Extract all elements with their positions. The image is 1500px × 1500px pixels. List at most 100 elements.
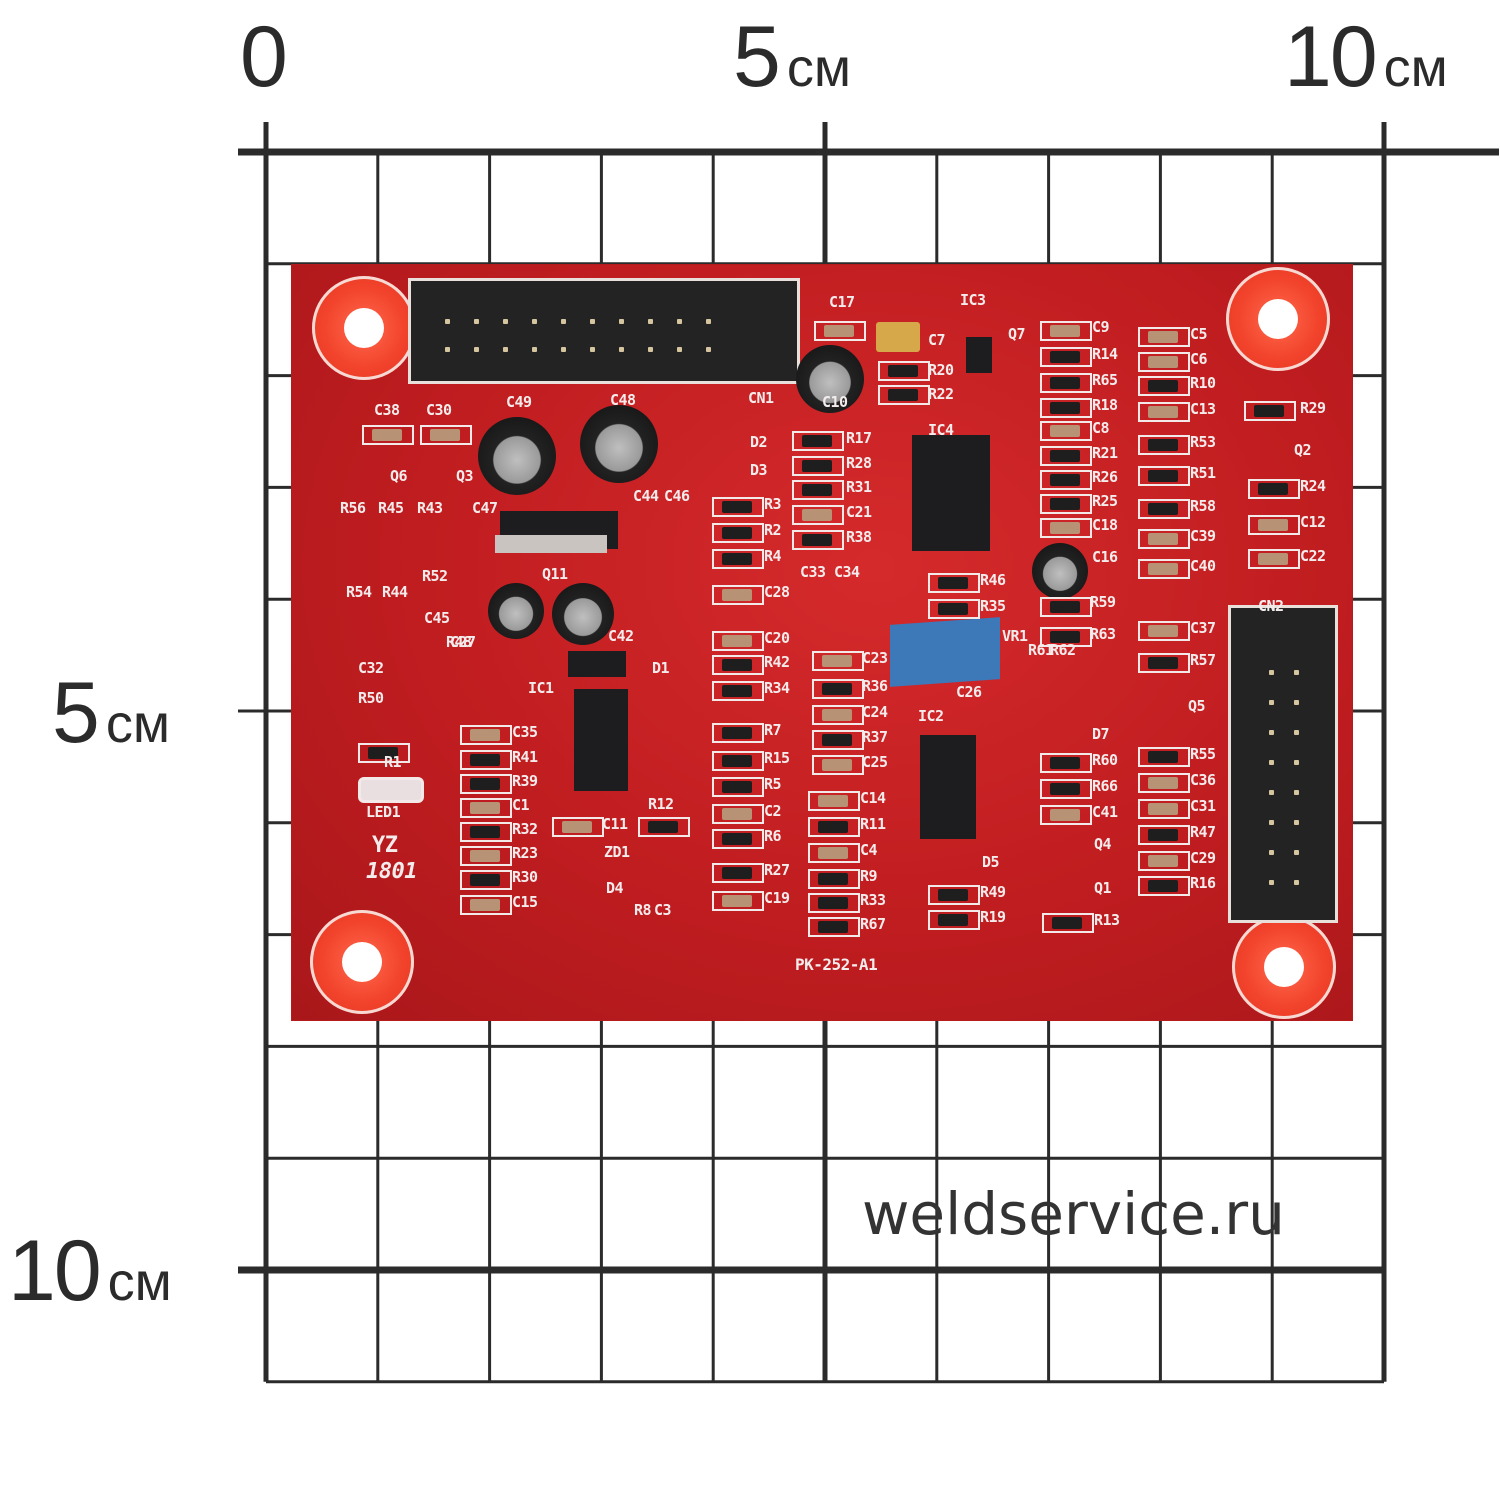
header-pin (1269, 730, 1274, 735)
silkscreen-label: R45 (378, 499, 404, 517)
silkscreen-label: D5 (982, 853, 1000, 871)
smd-resistor (712, 655, 764, 675)
silkscreen-label: D1 (652, 659, 670, 677)
component-body (818, 821, 848, 833)
component-body (1050, 351, 1080, 363)
component-body (722, 867, 752, 879)
capacitor-c48 (580, 405, 658, 483)
smd-capacitor (1040, 518, 1092, 538)
header-pin (706, 319, 711, 324)
silkscreen-label: C41 (1092, 803, 1118, 821)
silkscreen-label: C28 (764, 583, 790, 601)
silkscreen-label: R29 (1300, 399, 1326, 417)
component-body (1148, 533, 1178, 545)
silkscreen-label: C42 (608, 627, 634, 645)
component-body (1148, 855, 1178, 867)
smd-resistor (1138, 376, 1190, 396)
silkscreen-label: C47 (472, 499, 498, 517)
header-pin (503, 319, 508, 324)
component-body (470, 899, 500, 911)
silkscreen-label: C45 (424, 609, 450, 627)
smd-capacitor (812, 755, 864, 775)
smd-resistor (878, 361, 930, 381)
header-pin (1294, 700, 1299, 705)
silkscreen-label: R47 (1190, 823, 1216, 841)
silkscreen-label: R4 (764, 547, 782, 565)
header-pin (590, 319, 595, 324)
silkscreen-label: C32 (358, 659, 384, 677)
header-pin (1294, 820, 1299, 825)
smd-resistor (1040, 373, 1092, 393)
component-body (802, 534, 832, 546)
silkscreen-label: R55 (1190, 745, 1216, 763)
header-pin (474, 347, 479, 352)
smd-resistor (792, 480, 844, 500)
silkscreen-label: R25 (1092, 492, 1118, 510)
smd-capacitor (808, 791, 860, 811)
smd-capacitor (712, 585, 764, 605)
component-body (938, 914, 968, 926)
silkscreen-label: C16 (1092, 548, 1118, 566)
silkscreen-label: C12 (1300, 513, 1326, 531)
silkscreen-label: R12 (648, 795, 674, 813)
component-body (1148, 380, 1178, 392)
component-body (802, 435, 832, 447)
component-body (1050, 450, 1080, 462)
smd-capacitor (460, 895, 512, 915)
smd-resistor (712, 497, 764, 517)
component-body (1050, 522, 1080, 534)
silkscreen-label: D3 (750, 461, 768, 479)
ruler-value: 5 (733, 9, 781, 105)
component-body (1258, 483, 1288, 495)
component-body (1254, 405, 1284, 417)
component-body (1050, 757, 1080, 769)
header-pin (1269, 850, 1274, 855)
component-body (938, 603, 968, 615)
smd-capacitor (552, 817, 604, 837)
silkscreen-label: R30 (512, 868, 538, 886)
capacitor-c49 (478, 417, 556, 495)
silkscreen-label: R35 (980, 597, 1006, 615)
smd-capacitor (712, 891, 764, 911)
component-body (1050, 601, 1080, 613)
smd-resistor (808, 869, 860, 889)
component-body (1050, 783, 1080, 795)
component-body (470, 778, 500, 790)
header-pin (1269, 820, 1274, 825)
silkscreen-label: R67 (860, 915, 886, 933)
component-body (818, 847, 848, 859)
smd-resistor (638, 817, 690, 837)
smd-resistor (1040, 446, 1092, 466)
smd-resistor (1138, 747, 1190, 767)
ruler-value: 10 (8, 1223, 102, 1319)
silkscreen-label: R42 (764, 653, 790, 671)
silkscreen-label: C35 (512, 723, 538, 741)
silkscreen-label: C40 (1190, 557, 1216, 575)
smd-resistor (1138, 499, 1190, 519)
silkscreen-label: D4 (606, 879, 624, 897)
smd-capacitor (1138, 799, 1190, 819)
silkscreen-label: C36 (1190, 771, 1216, 789)
silkscreen-label: C22 (1300, 547, 1326, 565)
silkscreen-label: C37 (1190, 619, 1216, 637)
smd-capacitor (362, 425, 414, 445)
silkscreen-label: R51 (1190, 464, 1216, 482)
smd-resistor (460, 774, 512, 794)
component-body (722, 895, 752, 907)
mounting-hole-top-left (312, 276, 416, 380)
silkscreen-label: R56 (340, 499, 366, 517)
smd-resistor (460, 870, 512, 890)
smd-capacitor (1138, 352, 1190, 372)
date-code: 1801 (366, 859, 417, 884)
silkscreen-label: R10 (1190, 374, 1216, 392)
smd-resistor (1040, 494, 1092, 514)
led1 (358, 777, 424, 803)
silkscreen-label: C11 (602, 815, 628, 833)
silkscreen-label: R37 (862, 728, 888, 746)
silkscreen-label: CN2 (1258, 597, 1284, 615)
component-body (822, 759, 852, 771)
silkscreen-label: R20 (928, 361, 954, 379)
component-body (722, 501, 752, 513)
header-pin (619, 319, 624, 324)
